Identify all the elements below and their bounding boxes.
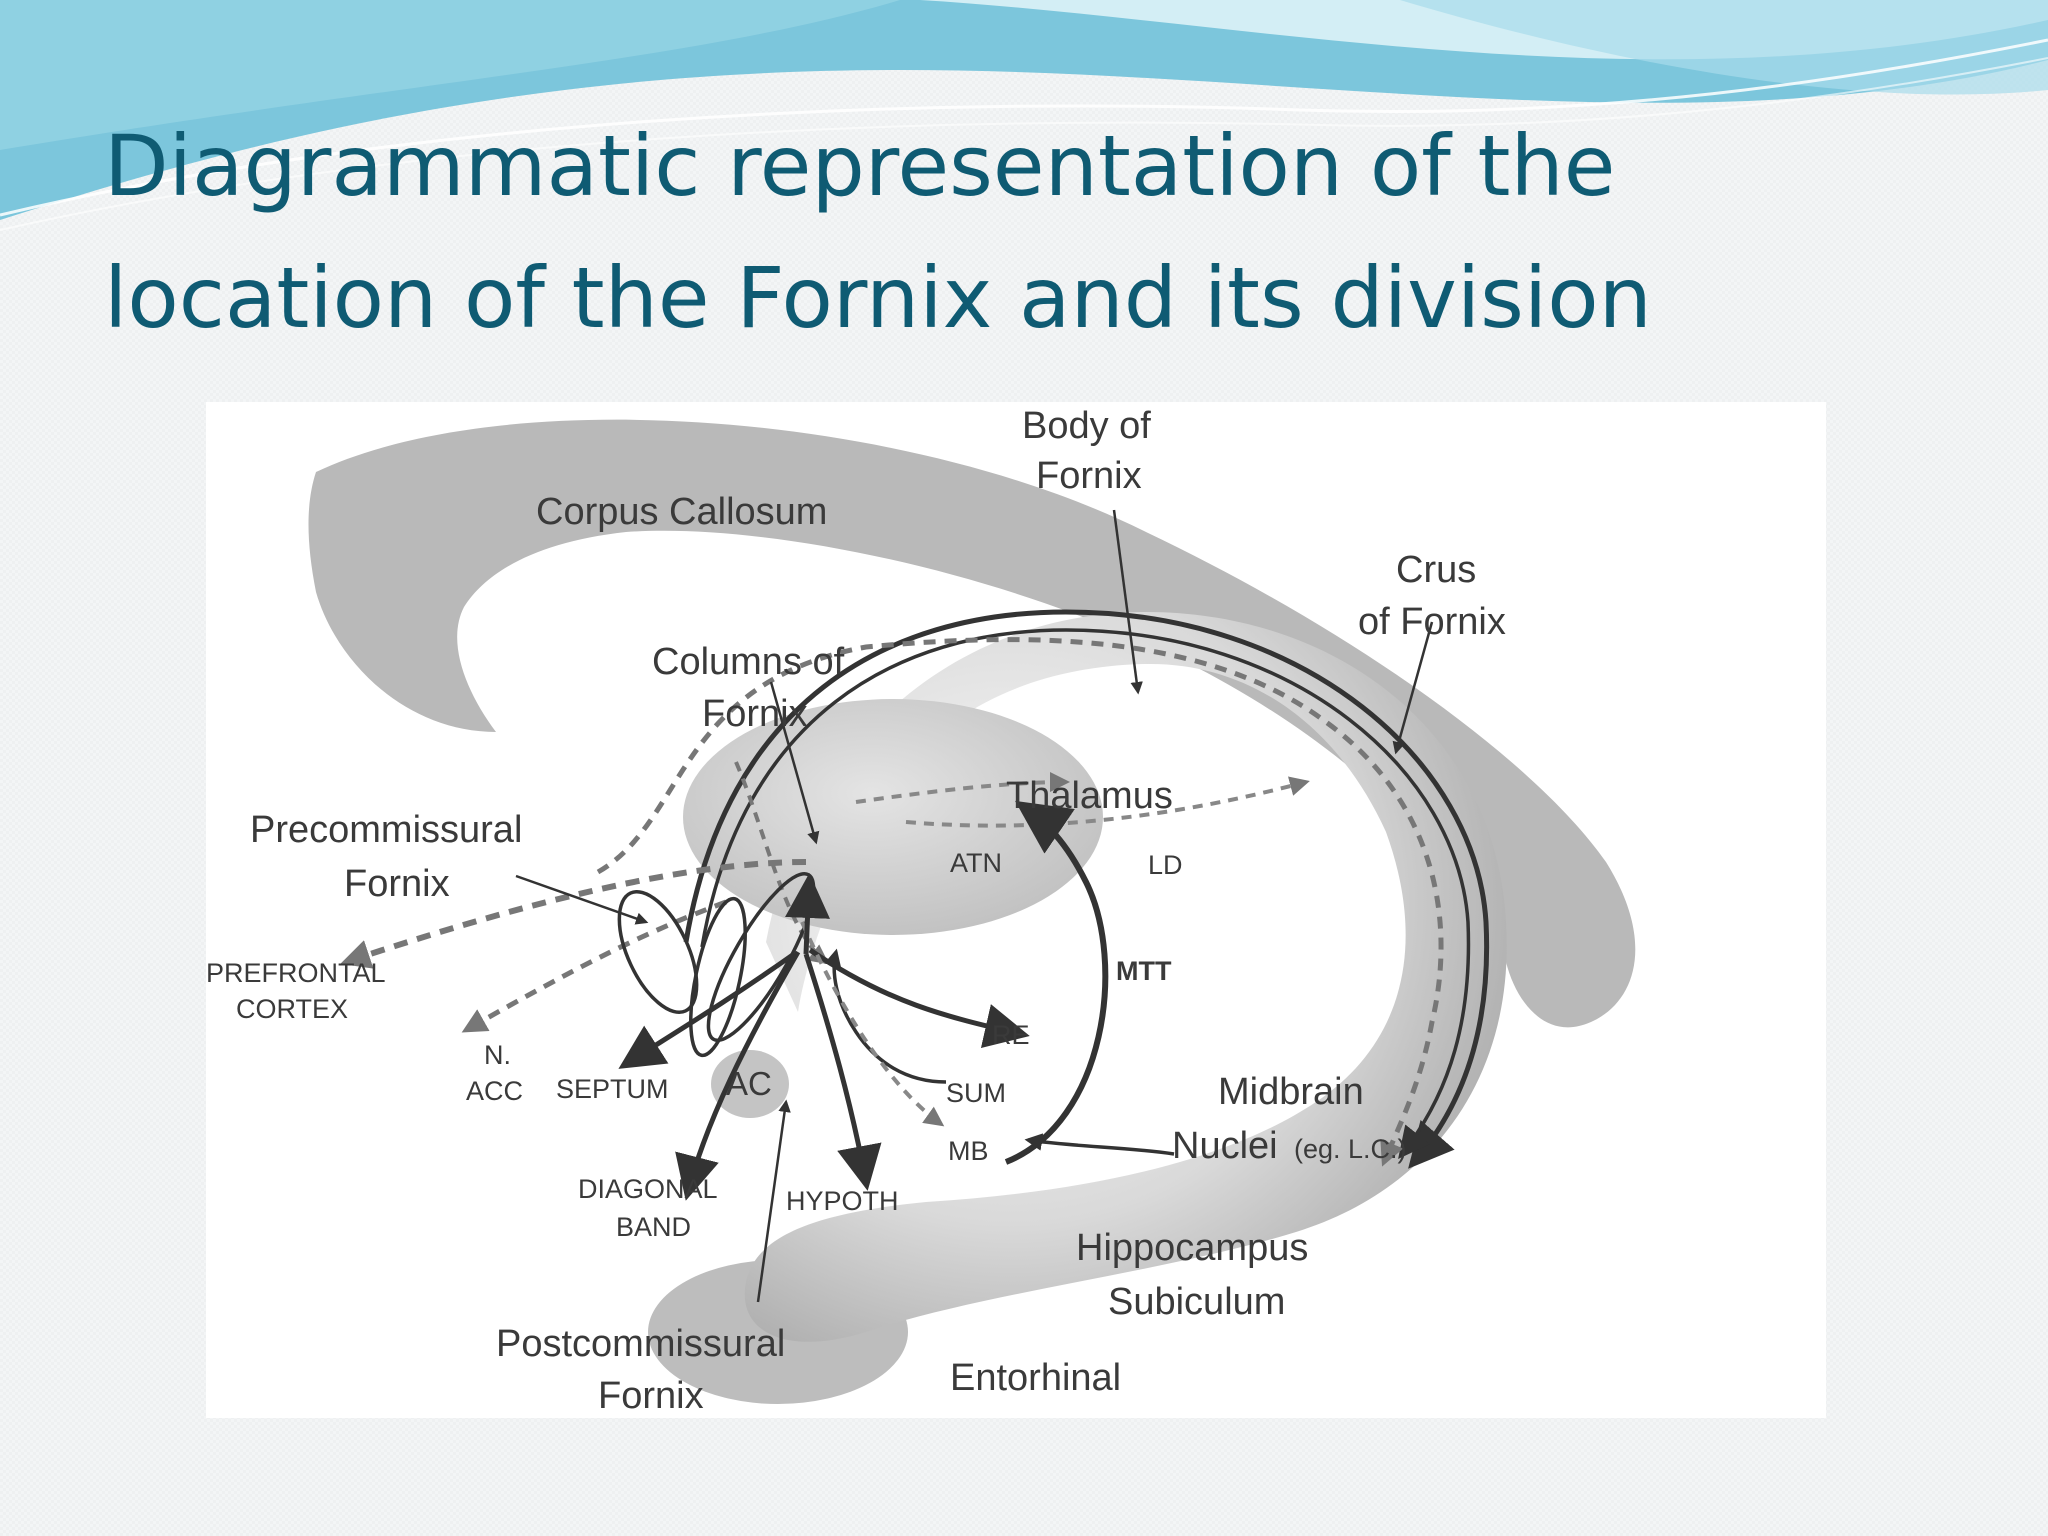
label-acc: ACC <box>466 1076 523 1106</box>
precommissural-loop-1 <box>617 889 699 1015</box>
label-atn: ATN <box>950 848 1002 878</box>
mtt-projection <box>1004 800 1109 1165</box>
label-postcommissural-1: Postcommissural <box>496 1323 785 1365</box>
re-projection <box>808 947 1030 1048</box>
label-re: RE <box>992 1020 1030 1050</box>
label-prefrontal-2: CORTEX <box>236 994 348 1024</box>
anterior-commissure-shape <box>711 1050 789 1118</box>
label-diagonal-2: BAND <box>616 1212 691 1242</box>
prefrontal-projection <box>340 859 807 969</box>
fornix-arc-dashed <box>596 637 1444 1167</box>
precommissural-loop-3 <box>689 896 747 1058</box>
header-wave-decoration <box>0 0 2048 231</box>
label-mtt: MTT <box>1116 956 1172 986</box>
label-crus-1: Crus <box>1396 549 1476 591</box>
label-prefrontal-1: PREFRONTAL <box>206 958 386 988</box>
label-mb: MB <box>948 1136 989 1166</box>
label-hippocampus: Hippocampus <box>1076 1227 1308 1269</box>
label-body-of-fornix-2: Fornix <box>1036 455 1142 497</box>
slide-title: Diagrammatic representation of the locat… <box>104 100 1964 364</box>
septum-projection <box>618 951 796 1069</box>
slide-title-line-2: location of the Fornix and its division <box>104 249 1652 347</box>
atn-projection <box>855 772 1070 804</box>
label-precommissural-1: Precommissural <box>250 809 522 851</box>
fornix-arc-inner <box>700 628 1471 1159</box>
nacc-projection <box>461 899 727 1033</box>
label-nuclei-eg: (eg. L.C.) <box>1294 1134 1407 1164</box>
label-corpus-callosum: Corpus Callosum <box>536 491 827 533</box>
label-columns-1: Columns of <box>652 641 845 683</box>
label-sum: SUM <box>946 1078 1006 1108</box>
atn-ld-projection <box>905 776 1310 828</box>
label-midbrain: Midbrain <box>1218 1071 1364 1113</box>
label-septum: SEPTUM <box>556 1074 669 1104</box>
crus-leader <box>1392 621 1434 755</box>
precommissural-leader <box>515 874 649 925</box>
label-ac: AC <box>726 1065 772 1102</box>
columns-leader <box>769 681 820 845</box>
fornix-hub-stem <box>785 873 830 955</box>
label-entorhinal: Entorhinal <box>950 1357 1121 1399</box>
label-body-of-fornix-1: Body of <box>1022 405 1151 447</box>
label-n: N. <box>484 1040 511 1070</box>
mb-projection <box>800 921 945 1127</box>
label-ld: LD <box>1148 850 1183 880</box>
label-thalamus: Thalamus <box>1006 775 1173 817</box>
label-crus-2: of Fornix <box>1358 601 1506 643</box>
hypoth-projection <box>803 953 882 1191</box>
label-postcommissural-2: Fornix <box>598 1375 704 1417</box>
label-hypoth: HYPOTH <box>786 1186 899 1216</box>
fornix-diagram-figure: Body of Fornix Corpus Callosum Crus of F… <box>206 402 1826 1418</box>
slide-title-line-1: Diagrammatic representation of the <box>104 117 1616 215</box>
fornix-arc-outer <box>683 609 1490 1169</box>
body-of-fornix-leader <box>1112 509 1143 695</box>
label-subiculum: Subiculum <box>1108 1281 1285 1323</box>
sum-projection <box>824 948 947 1084</box>
postcommissural-leader <box>756 1099 791 1303</box>
label-diagonal-1: DIAGONAL <box>578 1174 718 1204</box>
label-nuclei: Nuclei <box>1172 1125 1278 1167</box>
midbrain-projection <box>1024 1133 1175 1156</box>
label-precommissural-2: Fornix <box>344 863 450 905</box>
diagonal-band-projection <box>675 950 801 1201</box>
label-columns-2: Fornix <box>702 693 808 735</box>
fornix-diagram: Body of Fornix Corpus Callosum Crus of F… <box>206 405 1636 1417</box>
hippocampus-shape <box>744 612 1507 1342</box>
